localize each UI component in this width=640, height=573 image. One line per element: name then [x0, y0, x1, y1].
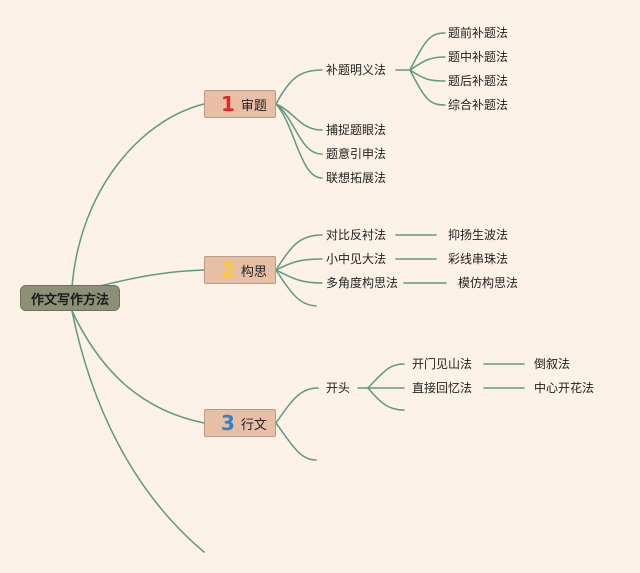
method-zonghe-buti: 综合补题法 [448, 98, 509, 112]
method-xiaozhong-jianda: 小中见大法 [326, 252, 387, 266]
method-lianxiang-tuozhan: 联想拓展法 [326, 171, 387, 185]
method-zhongxin-kaihua: 中心开花法 [534, 381, 595, 395]
method-buzhuo-tiyan: 捕捉题眼法 [326, 123, 387, 137]
method-duibi-fanchen: 对比反衬法 [326, 228, 387, 242]
branch-label: 审题 [240, 98, 267, 114]
branch-node-shenti: 1 审题 [204, 90, 276, 118]
method-mofang-gousi: 模仿构思法 [458, 276, 519, 290]
method-tihou-buti: 题后补题法 [448, 74, 509, 88]
branch-node-gousi: 2 构思 [204, 256, 276, 284]
method-kaimen-jianshan: 开门见山法 [412, 357, 473, 371]
method-daoxu: 倒叙法 [534, 357, 571, 371]
method-tizhong-buti: 题中补题法 [448, 50, 509, 64]
method-yiyang-shengbo: 抑扬生波法 [448, 228, 509, 242]
number-one-icon: 1 [221, 92, 235, 116]
branch-node-xingwen: 3 行文 [204, 409, 276, 437]
method-kaitou: 开头 [326, 381, 351, 395]
branch-label: 构思 [240, 264, 267, 280]
method-tiyi-yinshen: 题意引申法 [326, 147, 387, 161]
number-three-icon: 3 [221, 411, 235, 435]
method-caixian-chuanzhu: 彩线串珠法 [448, 252, 509, 266]
root-node: 作文写作方法 [20, 285, 120, 311]
method-tiqian-buti: 题前补题法 [448, 26, 509, 40]
branch-label: 行文 [240, 417, 267, 433]
method-zhijie-huiyi: 直接回忆法 [412, 381, 473, 395]
method-duojiaodu-gousi: 多角度构思法 [326, 276, 399, 290]
method-buti-mingyi: 补题明义法 [326, 63, 387, 77]
number-two-icon: 2 [221, 258, 235, 282]
